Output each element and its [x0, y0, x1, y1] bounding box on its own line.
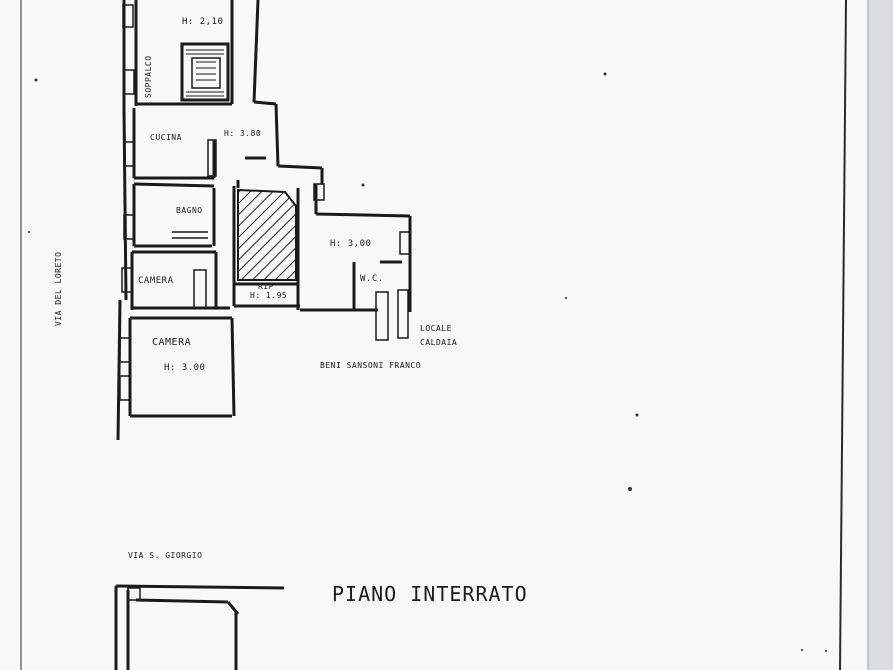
label-camera-large-height: H: 3.00 — [164, 363, 206, 373]
label-cucina: CUCINA — [150, 133, 182, 142]
label-main-room-height: H: 3,00 — [330, 239, 372, 249]
label-wc: W.C. — [360, 274, 384, 284]
label-camera-large: CAMERA — [152, 337, 192, 348]
facade-wall — [116, 0, 135, 441]
label-rip: RIP — [258, 282, 274, 291]
label-locale-caldaia: LOCALE CALDAIA — [420, 324, 458, 347]
page-border — [20, 0, 893, 670]
label-rip-height: H: 1.95 — [250, 291, 288, 300]
label-owner: BENI SANSONI FRANCO — [320, 361, 422, 370]
label-soppalco: SOPPALCO — [144, 55, 153, 98]
label-camera-small: CAMERA — [138, 276, 174, 286]
label-via-s-giorgio: VIA S. GIORGIO — [128, 551, 203, 560]
stair-icon — [180, 42, 230, 102]
hatched-stair-void — [237, 188, 297, 281]
scan-specks — [28, 72, 827, 652]
label-bagno: BAGNO — [176, 206, 203, 215]
room-walls — [128, 0, 412, 418]
label-cucina-height: H: 3.80 — [224, 129, 262, 138]
label-soppalco-height: H: 2,10 — [182, 17, 224, 27]
basement-outline — [114, 584, 285, 670]
label-via-del-loreto: VIA DEL LORETO — [54, 251, 63, 326]
openings — [172, 139, 411, 341]
section-title: PIANO INTERRATO — [332, 582, 528, 606]
